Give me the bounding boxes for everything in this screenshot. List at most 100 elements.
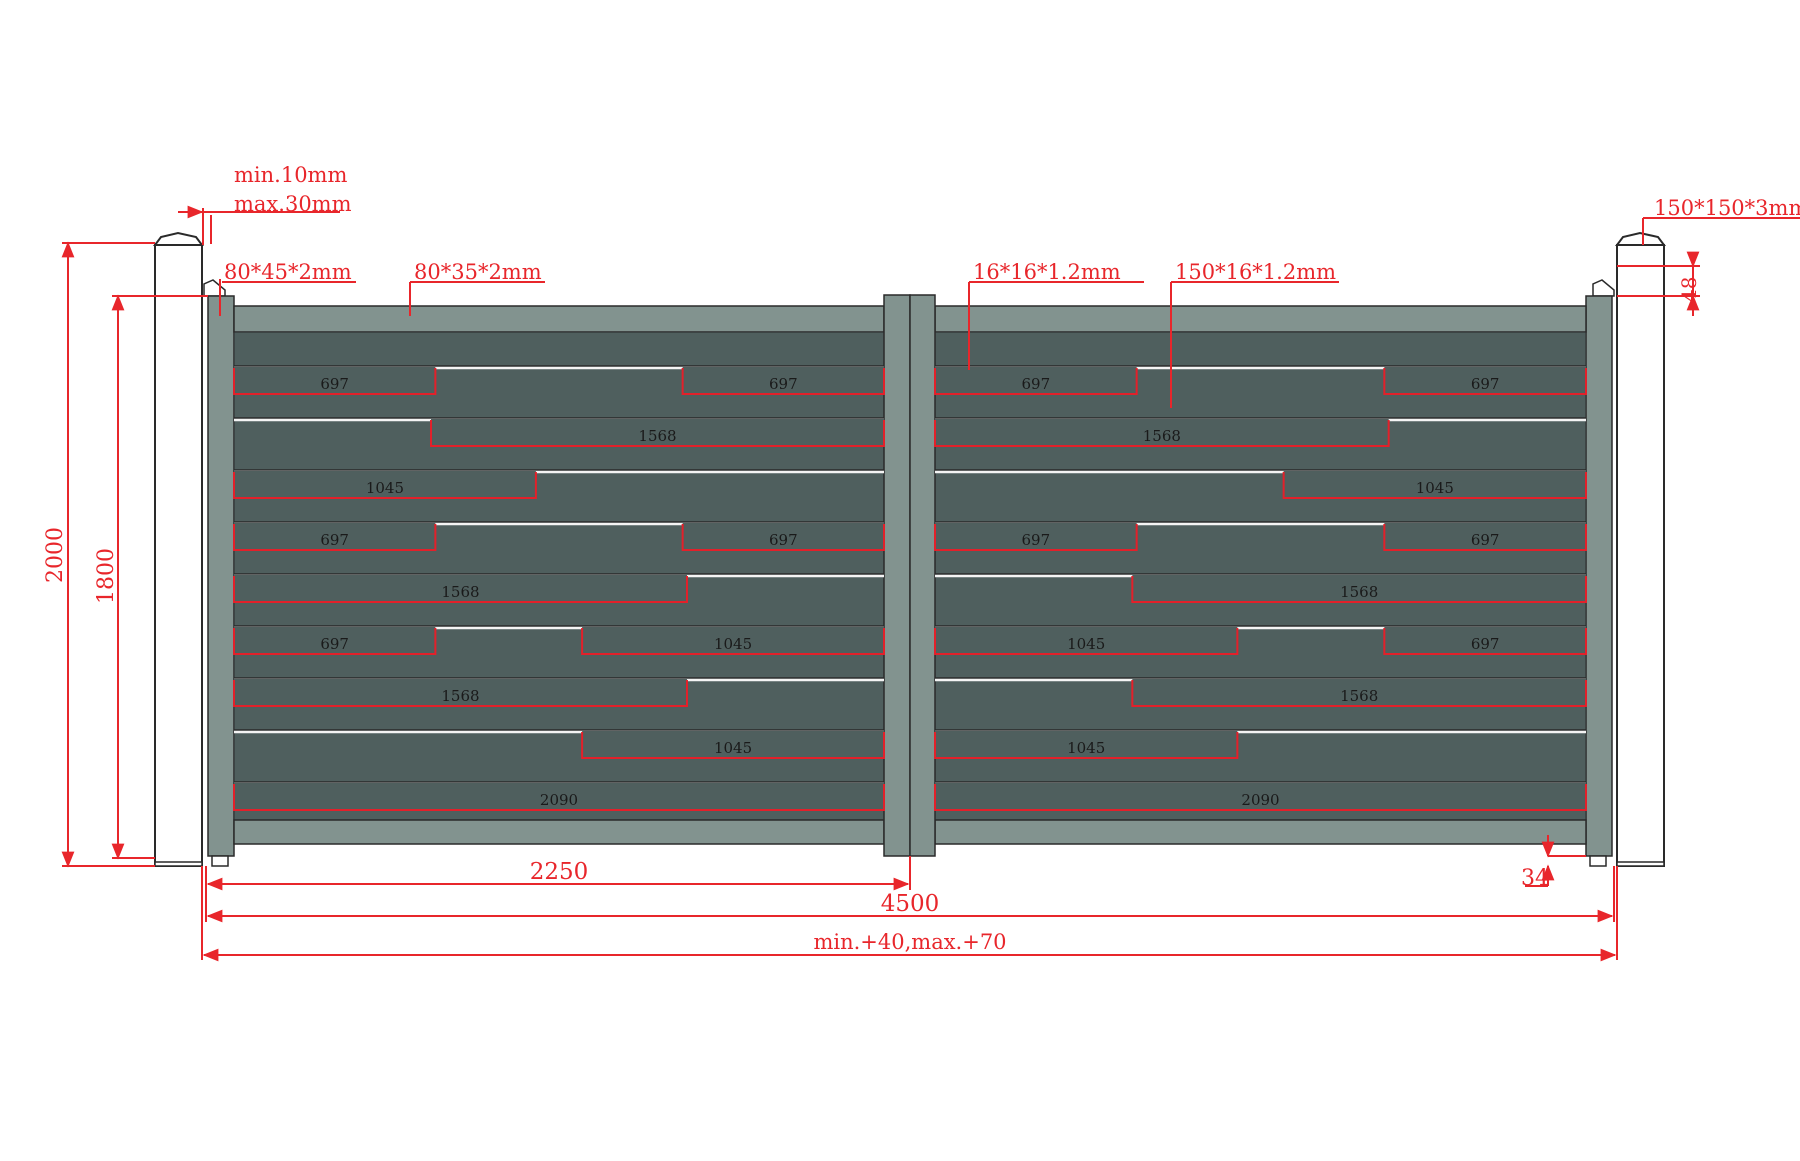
right-frame-stile [1585, 295, 1613, 857]
panel-segment [1132, 679, 1586, 705]
panel-length-label: 697 [320, 635, 349, 653]
panel-length-bracket [934, 524, 1138, 551]
panel-length-label: 2090 [1241, 791, 1279, 809]
left-leaf-top-rail [233, 305, 885, 333]
post-top-offset-label: 48 [1677, 277, 1701, 302]
panel-length-bracket [233, 368, 437, 395]
panel-length-bracket [1131, 576, 1587, 603]
clearance-min-label: min.10mm [234, 163, 347, 187]
panel-length-label: 1568 [1340, 687, 1378, 705]
panel-length-bracket [233, 784, 885, 811]
right-hinge-pin [1589, 855, 1607, 867]
left-hinge [203, 279, 226, 297]
panel-length-bracket [1383, 368, 1587, 395]
panel-length-label: 697 [769, 531, 798, 549]
panel-segment [935, 627, 1238, 653]
panel-length-label: 1568 [441, 687, 479, 705]
left-post [154, 244, 203, 867]
panel-length-label: 1045 [1416, 479, 1454, 497]
panel-length-label: 1568 [1340, 583, 1378, 601]
spacer-profile-label: 16*16*1.2mm [973, 260, 1121, 284]
right-leaf-bottom-rail [934, 819, 1587, 845]
right-post [1616, 244, 1665, 867]
panel-length-label: 1045 [1067, 635, 1105, 653]
panel-segment [935, 367, 1137, 393]
left-leaf-bottom-rail [233, 819, 885, 845]
panel-length-bracket [430, 420, 885, 447]
panel-length-bracket [681, 368, 885, 395]
panel-length-bracket [1131, 680, 1587, 707]
panel-length-bracket [1282, 472, 1587, 499]
slat-rows: 697 697 1568 1045 697 697 1568 697 1045 1568 1045 2… [233, 365, 1587, 811]
panel-segment [935, 783, 1586, 809]
panel-length-bracket [681, 524, 885, 551]
panel-segment [234, 783, 884, 809]
right-post-cap [1615, 231, 1666, 246]
panel-length-bracket [233, 524, 437, 551]
panel-segment [1384, 523, 1586, 549]
panel-length-bracket [233, 472, 537, 499]
gate-height-label: 1800 [94, 548, 119, 604]
panel-segment [1283, 471, 1586, 497]
panel-length-bracket [233, 680, 688, 707]
panel-segment [935, 419, 1389, 445]
panel-length-label: 697 [320, 531, 349, 549]
panel-segment [234, 367, 436, 393]
panel-length-label: 1045 [714, 635, 752, 653]
opening-width-label: min.+40,max.+70 [813, 930, 1006, 954]
panel-length-label: 1568 [638, 427, 676, 445]
panel-segment [234, 471, 536, 497]
panel-length-label: 1045 [714, 739, 752, 757]
panel-length-bracket [1383, 628, 1587, 655]
panel-segment [234, 627, 436, 653]
panel-segment [1132, 575, 1586, 601]
panel-segment [582, 627, 884, 653]
panel-segment [582, 731, 884, 757]
panel-length-label: 1568 [441, 583, 479, 601]
panel-length-bracket [233, 628, 437, 655]
panel-length-bracket [1383, 524, 1587, 551]
panel-length-label: 697 [1022, 375, 1051, 393]
top-rail-profile-label: 80*35*2mm [414, 260, 542, 284]
bottom-gap-label: 34 [1521, 866, 1549, 891]
panel-length-bracket [581, 628, 885, 655]
panel-length-label: 697 [769, 375, 798, 393]
panel-length-label: 697 [1022, 531, 1051, 549]
panel-segment [234, 679, 687, 705]
panel-segment [1384, 367, 1586, 393]
panel-length-bracket [233, 576, 688, 603]
center-stile-right [909, 294, 936, 857]
gate-structure: 697 697 1568 1045 697 697 1568 697 1045 1568 1045 2… [153, 231, 1666, 867]
center-stile-left [883, 294, 911, 857]
left-hinge-pin [211, 855, 229, 867]
right-hinge [1592, 279, 1615, 297]
panel-segment [234, 523, 436, 549]
post-profile-label: 150*150*3mm [1654, 196, 1800, 220]
left-frame-stile [207, 295, 235, 857]
clearance-max-label: max.30mm [234, 192, 352, 216]
frame-profile-label: 80*45*2mm [224, 260, 352, 284]
panel-segment [431, 419, 884, 445]
panel-length-bracket [934, 784, 1587, 811]
post-height-label: 2000 [43, 527, 68, 583]
panel-length-bracket [934, 628, 1239, 655]
right-post-base [1616, 861, 1665, 867]
panel-length-label: 1568 [1143, 427, 1181, 445]
panel-length-bracket [581, 732, 885, 759]
panel-segment [682, 523, 884, 549]
panel-length-label: 697 [1471, 531, 1500, 549]
panel-length-label: 697 [1471, 635, 1500, 653]
slat-profile-label: 150*16*1.2mm [1175, 260, 1336, 284]
left-post-cap [153, 231, 204, 246]
panel-segment [1384, 627, 1586, 653]
panel-length-bracket [934, 368, 1138, 395]
leaf-width-label: 2250 [530, 859, 589, 885]
left-post-base [154, 861, 203, 867]
panel-segment [682, 367, 884, 393]
dimension-lines [61, 205, 1800, 962]
dimension-labels: min.10mm max.30mm 80*45*2mm 80*35*2mm 16… [43, 163, 1800, 954]
panel-length-label: 697 [320, 375, 349, 393]
panel-length-label: 2090 [540, 791, 578, 809]
panel-length-bracket [934, 420, 1390, 447]
